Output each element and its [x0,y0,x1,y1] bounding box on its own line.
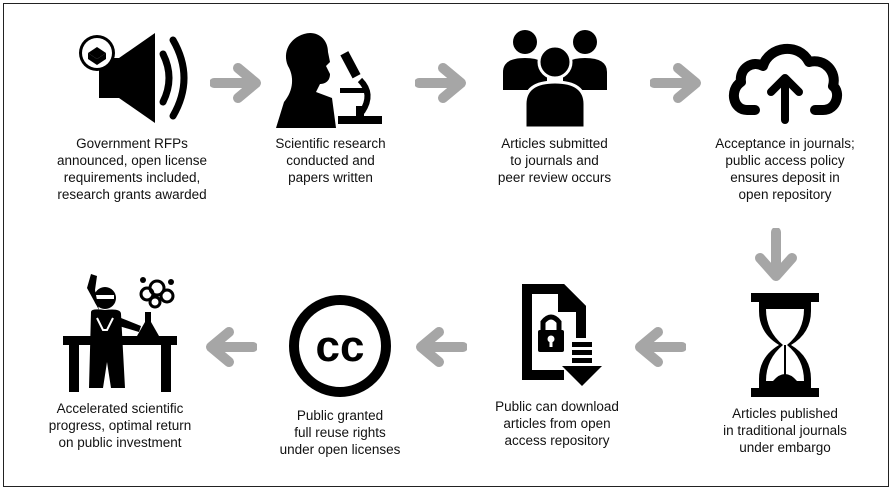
arrow-left-icon [635,327,686,367]
creative-commons-icon: cc [289,295,391,397]
step-download-caption: Public can download articles from open a… [495,399,619,448]
step-publish-caption: Articles published in traditional journa… [723,406,847,455]
step-download: Public can download articles from open a… [462,280,652,449]
arrow-left-icon [416,327,467,367]
megaphone-icon [79,33,188,123]
step-progress-caption: Accelerated scientific progress, optimal… [48,401,192,450]
arrow-right-icon [210,63,261,103]
step-accept-caption: Acceptance in journals; public access po… [715,136,855,202]
step-accept: Acceptance in journals; public access po… [685,28,885,203]
scientist-microscope-icon [275,33,382,128]
step-rfp: Government RFPs announced, open license … [32,28,232,203]
arrow-down-icon [755,228,797,281]
arrow-right-icon [650,63,701,103]
arrow-left-icon [206,327,257,367]
hourglass-icon [751,293,819,397]
cloud-upload-icon [728,43,843,124]
cc-icon-text: cc [316,322,365,371]
scientist-lab-bench-icon [63,274,177,392]
step-submit-caption: Articles submitted to journals and peer … [497,136,612,185]
step-research: Scientific research conducted and papers… [238,28,423,186]
step-submit: Articles submitted to journals and peer … [462,28,647,186]
step-publish: Articles published in traditional journa… [695,293,875,456]
step-research-caption: Scientific research conducted and papers… [275,136,386,185]
step-progress: Accelerated scientific progress, optimal… [20,270,220,451]
arrow-right-icon [415,63,466,103]
people-group-icon [502,30,607,128]
step-rfp-caption: Government RFPs announced, open license … [56,136,208,202]
step-reuse: cc Public granted full reuse rights unde… [255,294,425,458]
step-reuse-caption: Public granted full reuse rights under o… [279,408,401,457]
locked-document-download-icon [522,284,602,386]
